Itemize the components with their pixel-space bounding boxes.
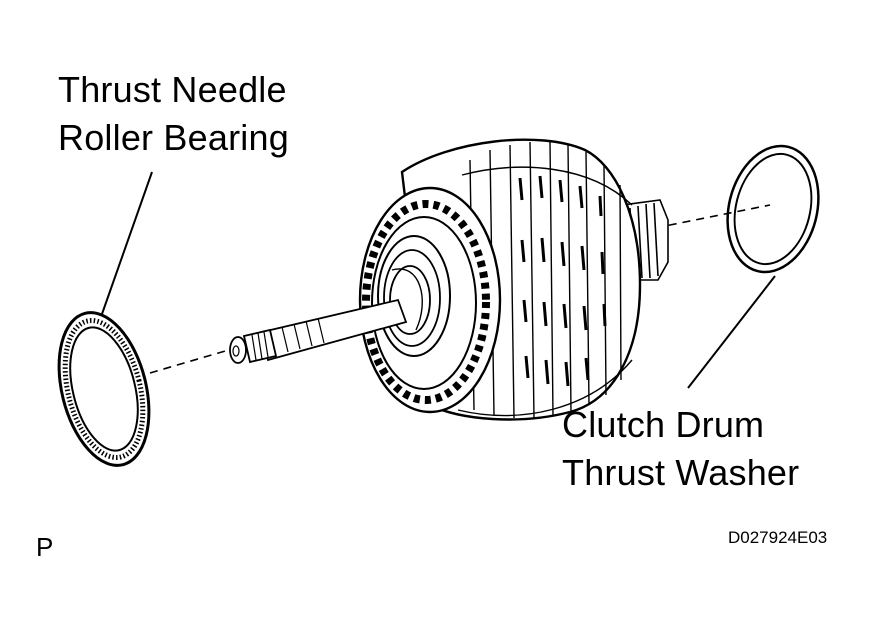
clutch-plate-gear-ring bbox=[362, 200, 490, 404]
bearing-label-line2: Roller Bearing bbox=[58, 117, 289, 158]
clutch-drum-thrust-washer bbox=[726, 144, 820, 274]
bearing-leader-line bbox=[101, 171, 153, 315]
figure-code: D027924E03 bbox=[728, 528, 828, 547]
leader-lines bbox=[101, 171, 776, 389]
washer-label-line2: Thrust Washer bbox=[562, 452, 800, 493]
washer-leader-line bbox=[687, 275, 776, 389]
thrust-needle-roller-bearing bbox=[57, 311, 151, 467]
bearing-label-line1: Thrust Needle bbox=[58, 69, 287, 110]
clutch-drum-assembly bbox=[358, 138, 669, 421]
center-axis-line bbox=[149, 204, 771, 374]
view-letter: P bbox=[36, 532, 54, 562]
washer-label-line1: Clutch Drum bbox=[562, 404, 765, 445]
input-shaft bbox=[229, 298, 408, 364]
